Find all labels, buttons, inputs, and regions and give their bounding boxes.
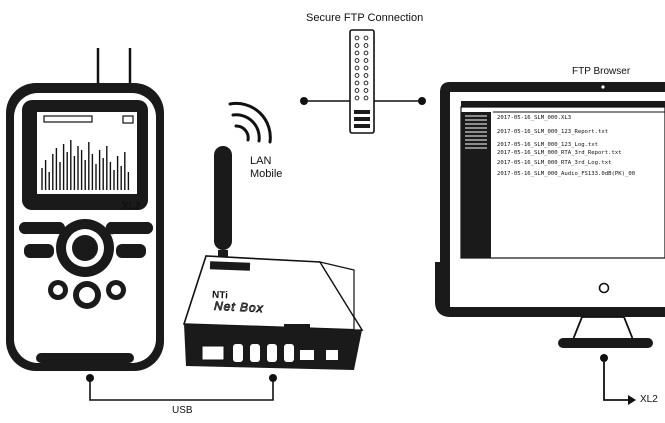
ftp-window <box>460 106 665 259</box>
file-list-item[interactable]: 2017-05-16_SLM_000_RTA_3rd_Report.txt <box>497 150 622 156</box>
server-led <box>363 88 369 93</box>
secure-ftp-label: Secure FTP Connection <box>306 12 424 24</box>
file-list-item[interactable]: 2017-05-16_SLM_000_Audio_FS133.0dB(PK)_0… <box>497 171 636 177</box>
ftp-window-sidebar <box>461 112 491 258</box>
usb-node-netbox <box>269 374 277 382</box>
server-led <box>363 65 369 71</box>
monitor-stand-base <box>558 338 653 348</box>
battery-icon <box>122 115 134 124</box>
xl2-key-left-lower <box>24 244 54 258</box>
antenna-icon <box>214 146 232 262</box>
xl2-key-left <box>18 222 66 235</box>
server-led <box>363 43 369 48</box>
xl-output-label: XL2 <box>640 394 658 405</box>
remote-server-icon <box>349 29 375 134</box>
server-led <box>363 80 369 86</box>
xl2-button-right-inner <box>111 285 121 295</box>
wifi-icon <box>228 101 272 144</box>
netbox-usb-port-3 <box>267 344 277 362</box>
mobile-label: Mobile <box>250 168 283 180</box>
monitor-camera <box>601 85 605 89</box>
ftp-node-right <box>418 97 426 105</box>
server-led <box>354 95 360 101</box>
xl2-screen-bar <box>43 115 93 123</box>
netbox-top-label <box>209 261 251 271</box>
netbox-top-port <box>284 324 310 332</box>
server-led <box>363 50 369 56</box>
xl2-model-label: XL2 <box>122 201 141 212</box>
server-led <box>363 73 369 78</box>
server-led <box>354 88 360 93</box>
xl2-button-center-inner <box>79 287 95 303</box>
server-led <box>363 35 369 41</box>
file-list-item[interactable]: 2017-05-16_SLM_000_123_Log.txt <box>497 142 599 148</box>
xl2-wheel-center <box>72 235 98 261</box>
xl-output-line <box>603 358 628 401</box>
netbox-usb-port-2 <box>250 344 260 362</box>
server-led <box>354 35 360 41</box>
xl2-screen <box>37 112 137 194</box>
server-led <box>354 50 360 56</box>
xl2-key-right-lower <box>116 244 146 258</box>
xl-output-node <box>600 354 608 362</box>
server-led <box>354 73 360 78</box>
lan-label: LAN <box>250 155 272 167</box>
ftp-sidebar-items <box>465 115 487 149</box>
monitor-power-icon <box>598 282 610 294</box>
arrow-right-icon <box>628 395 636 405</box>
usb-node-xl2 <box>86 374 94 382</box>
server-led <box>354 58 360 63</box>
netbox-usb-port-4 <box>284 344 294 362</box>
xl2-spectrum <box>41 140 130 190</box>
xl2-key-right <box>105 221 154 235</box>
netbox-aux-port <box>326 350 338 360</box>
monitor-chin <box>450 262 665 312</box>
server-led <box>354 65 360 71</box>
netbox-lan-port <box>201 345 225 361</box>
monitor-chin-frame <box>435 262 665 317</box>
file-list-item[interactable]: 2017-05-16_SLM_000_123_Report.txt <box>497 129 609 135</box>
usb-cable <box>89 378 274 401</box>
server-led <box>363 95 369 101</box>
file-list-item[interactable]: 2017-05-16_SLM_000_RTA_3rd_Log.txt <box>497 160 612 166</box>
usb-label: USB <box>172 405 193 416</box>
monitor <box>435 82 665 348</box>
server-led <box>354 43 360 48</box>
ftp-window-titlebar <box>461 101 665 107</box>
ftp-file-list: 2017-05-16_SLM_000.XL3 2017-05-16_SLM_00… <box>497 115 665 255</box>
netbox-name: Net Box <box>213 298 265 316</box>
netbox-device <box>182 255 364 370</box>
server-led <box>354 80 360 86</box>
server-led <box>363 58 369 63</box>
netbox-usb-port-1 <box>233 344 243 362</box>
xl2-button-left-inner <box>53 285 63 295</box>
netbox-power-port <box>300 350 314 360</box>
file-list-item[interactable]: 2017-05-16_SLM_000.XL3 <box>497 115 572 121</box>
ftp-node-left <box>300 97 308 105</box>
ftp-browser-label: FTP Browser <box>572 66 631 77</box>
xl2-device <box>6 48 164 371</box>
xl2-grip <box>36 353 134 363</box>
